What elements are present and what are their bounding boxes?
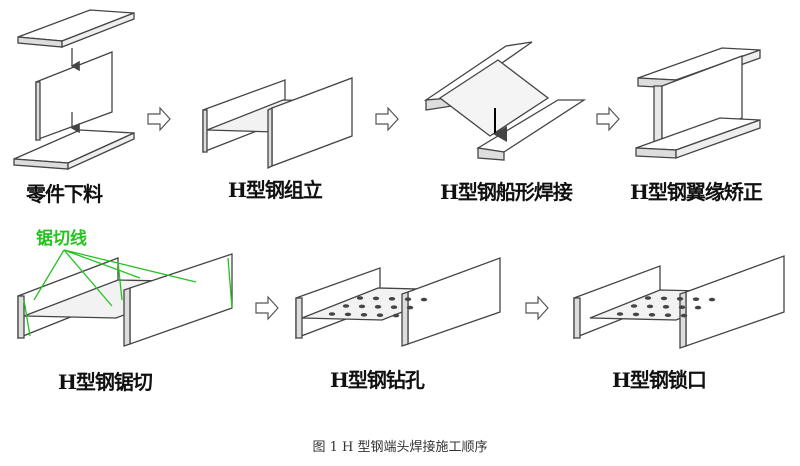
right-arrow-icon [147, 106, 171, 132]
drill-holes [328, 296, 428, 318]
bolt-hole [692, 297, 700, 302]
step5-sawing-figure [17, 253, 233, 347]
bolt-hole [342, 304, 350, 308]
step4-correction-figure [635, 47, 761, 159]
step-label-sawing: H型钢锯切 [58, 370, 153, 394]
step-label-parts-cutting: 零件下料 [26, 182, 103, 206]
bolt-hole [404, 297, 412, 302]
step-label-boat-welding: H型钢船形焊接 [440, 180, 573, 204]
bolt-hole [694, 305, 702, 310]
bolt-hole [328, 312, 336, 316]
bolt-hole [678, 305, 686, 310]
step-label-assembly: H型钢组立 [228, 178, 323, 202]
saw-lines [23, 249, 233, 337]
step-label-drilling: H型钢钻孔 [330, 368, 425, 392]
saw-line-label: 锯切线 [36, 229, 87, 249]
step-label-notching: H型钢锁口 [612, 368, 707, 392]
bolt-hole [680, 313, 688, 318]
step1-parts-figure [13, 9, 135, 171]
bolt-hole [662, 305, 670, 309]
bolt-hole [676, 297, 684, 301]
step3-welding-figure [423, 41, 587, 161]
bolt-hole [664, 313, 672, 318]
bolt-hole [390, 305, 398, 310]
bolt-hole [360, 313, 368, 317]
bolt-hole [646, 304, 654, 309]
right-arrow-icon [255, 295, 279, 321]
bolt-hole [374, 305, 382, 309]
bolt-hole [372, 296, 380, 301]
right-arrow-icon [525, 295, 549, 321]
bolt-hole [406, 305, 414, 310]
step-label-flange-correction: H型钢翼缘矫正 [630, 180, 763, 204]
bolt-hole [376, 313, 384, 318]
bolt-hole [648, 313, 656, 317]
bolt-hole [392, 313, 400, 318]
bolt-hole [420, 297, 428, 302]
bolt-hole [660, 296, 668, 301]
drill-holes-notched [616, 296, 716, 318]
bolt-hole [356, 296, 364, 300]
step7-notching-figure [573, 255, 785, 349]
step2-assembly-figure [202, 77, 353, 170]
bolt-hole [388, 297, 396, 301]
bolt-hole [630, 304, 638, 308]
right-arrow-icon [375, 106, 399, 132]
bolt-hole [358, 304, 366, 309]
figure-caption: 图 1 H 型钢端头焊接施工顺序 [312, 440, 488, 455]
bolt-hole [344, 312, 352, 317]
bolt-hole [616, 312, 624, 316]
web-plate [35, 51, 113, 141]
bolt-hole [644, 296, 652, 300]
right-arrow-icon [596, 106, 620, 132]
bolt-hole [632, 312, 640, 317]
bolt-hole [708, 297, 716, 302]
step6-drilling-figure [295, 257, 501, 347]
